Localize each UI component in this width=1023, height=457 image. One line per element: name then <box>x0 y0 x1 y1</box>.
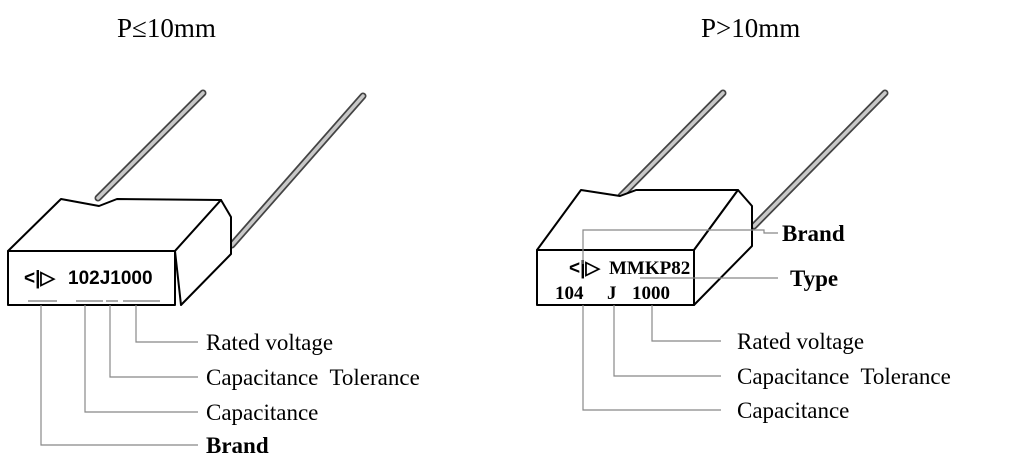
left-title: P≤10mm <box>117 13 216 43</box>
right-label-tolerance: Capacitance Tolerance <box>737 364 951 389</box>
left-label-brand: Brand <box>206 433 269 457</box>
right-label-rated-voltage: Rated voltage <box>737 329 864 354</box>
right-marking-capacitance: 104 <box>555 283 584 304</box>
right-panel: P>10mm <|▷ MMKP82 104 J 1000 <box>536 13 951 423</box>
right-marking-tolerance: J <box>607 283 617 304</box>
right-marking-voltage: 1000 <box>632 283 670 304</box>
left-label-rated-voltage: Rated voltage <box>206 330 333 355</box>
left-label-capacitance: Capacitance <box>206 400 318 425</box>
right-leads <box>617 89 889 230</box>
right-capacitor-body <box>536 189 753 306</box>
right-label-capacitance: Capacitance <box>737 398 849 423</box>
left-leaders <box>40 305 198 446</box>
left-capacitor-body <box>7 198 232 306</box>
left-brand-logo-text: <|▷ <box>24 268 56 289</box>
right-title: P>10mm <box>701 13 800 43</box>
left-label-tolerance: Capacitance Tolerance <box>206 365 420 390</box>
right-label-type: Type <box>790 266 838 291</box>
right-leaders <box>582 229 778 411</box>
right-marking-type: MMKP82 <box>609 258 690 279</box>
right-brand-logo-text: <|▷ <box>569 258 601 279</box>
right-label-brand: Brand <box>782 221 845 246</box>
left-marking-code: 102J1000 <box>68 268 153 289</box>
right-marking: <|▷ MMKP82 104 J 1000 <box>555 258 690 304</box>
left-panel: P≤10mm <|▷ 102J1000 <box>7 13 420 457</box>
left-leads <box>94 89 367 249</box>
left-marking: <|▷ 102J1000 <box>24 268 160 302</box>
